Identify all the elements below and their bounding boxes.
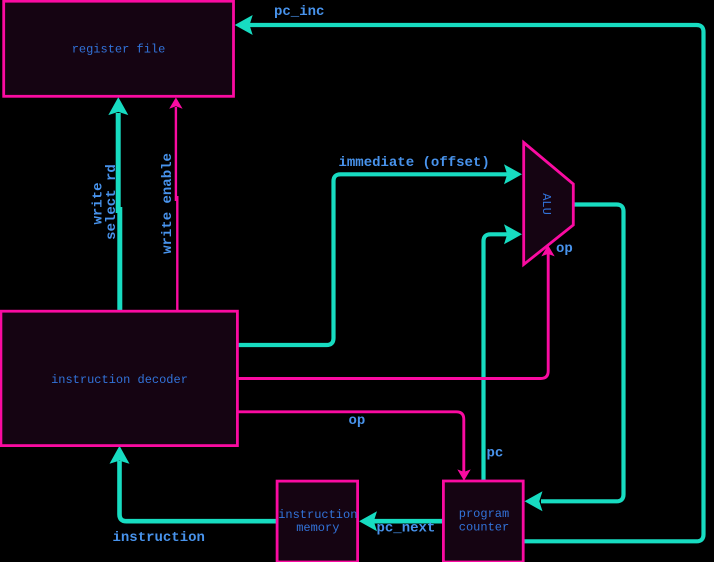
svg-text:pc: pc (487, 446, 504, 462)
svg-text:op: op (349, 413, 366, 429)
svg-text:instruction decoder: instruction decoder (51, 373, 188, 387)
svg-text:memory: memory (296, 521, 339, 535)
svg-text:register file: register file (72, 43, 166, 57)
svg-text:instruction: instruction (113, 530, 205, 546)
svg-text:counter: counter (459, 520, 509, 534)
svg-text:instruction: instruction (278, 508, 357, 522)
svg-text:program: program (459, 507, 509, 521)
svg-text:ALU: ALU (539, 193, 553, 215)
svg-text:select rd: select rd (104, 164, 120, 240)
svg-text:write: write (91, 182, 107, 224)
svg-text:immediate (offset): immediate (offset) (339, 155, 490, 171)
svg-text:write enable: write enable (160, 153, 176, 254)
svg-text:pc_inc: pc_inc (274, 4, 324, 20)
svg-text:op: op (556, 241, 573, 257)
svg-text:pc_next: pc_next (377, 521, 436, 537)
